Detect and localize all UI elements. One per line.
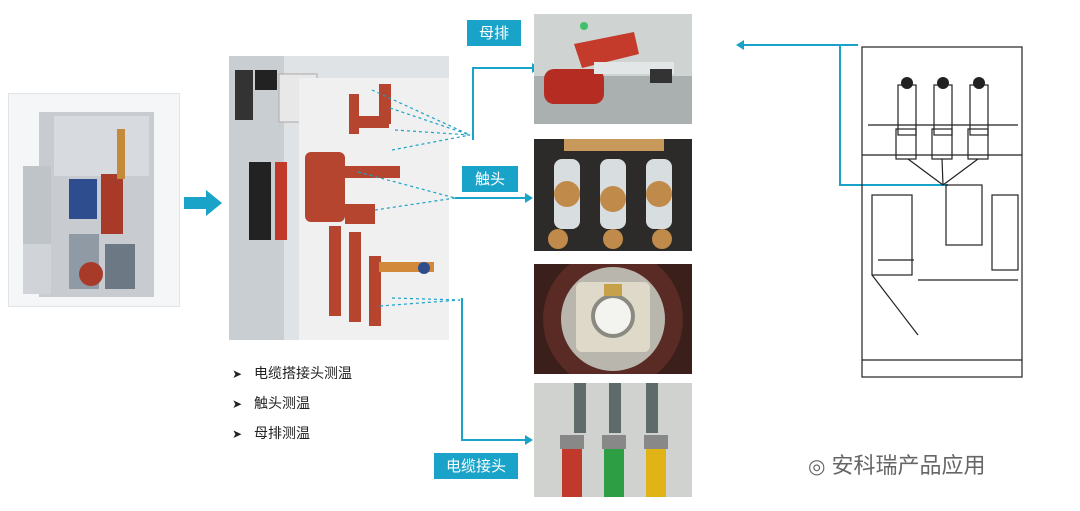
- watermark: ◎安科瑞产品应用: [808, 454, 986, 479]
- arrow-right-icon: [184, 190, 222, 216]
- contact-photo: [534, 139, 692, 251]
- busbar-label: 母排: [467, 20, 521, 46]
- measurement-point-list: ➤电缆搭接头测温 ➤触头测温 ➤母排测温: [232, 363, 352, 453]
- wechat-icon: ◎: [808, 454, 826, 478]
- arrow-bullet-icon: ➤: [232, 397, 243, 411]
- list-item: ➤电缆搭接头测温: [232, 363, 352, 393]
- arrow-bullet-icon: ➤: [232, 427, 243, 441]
- busbar-photo: [534, 14, 692, 124]
- list-item: ➤母排测温: [232, 423, 352, 453]
- contact-label: 触头: [462, 166, 518, 192]
- contact-box-photo: [534, 264, 692, 374]
- schematic-drawing: [858, 45, 1028, 380]
- cable-joint-photo: [534, 383, 692, 497]
- switchgear-cabinet-image: [8, 93, 180, 307]
- cable-joint-label: 电缆接头: [434, 453, 518, 479]
- list-item: ➤触头测温: [232, 393, 352, 423]
- cabinet-section-image: [229, 56, 449, 340]
- arrow-bullet-icon: ➤: [232, 367, 243, 381]
